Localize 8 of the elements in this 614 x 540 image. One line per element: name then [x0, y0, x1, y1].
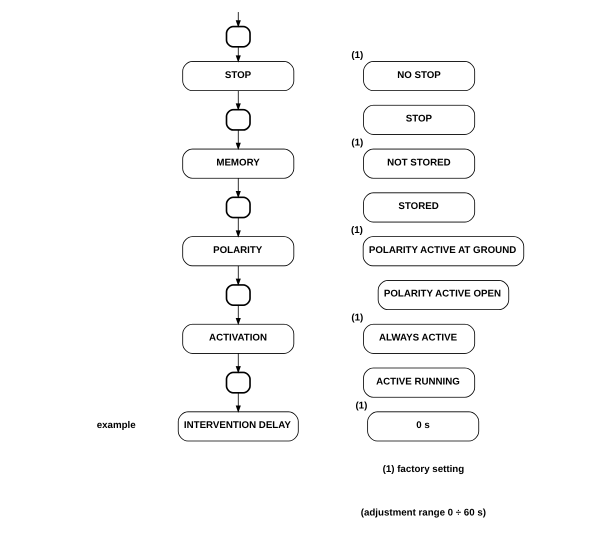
label: (adjustment range 0 ÷ 60 s) — [360, 508, 486, 519]
node-label: (1) — [355, 400, 368, 412]
node-label: (1) — [351, 225, 363, 236]
node-label: (1) — [351, 312, 364, 324]
label: example — [96, 420, 136, 432]
node-label: (1) — [351, 137, 364, 148]
label: (1) factory setting — [382, 464, 464, 475]
node-label: (1) — [351, 50, 364, 61]
